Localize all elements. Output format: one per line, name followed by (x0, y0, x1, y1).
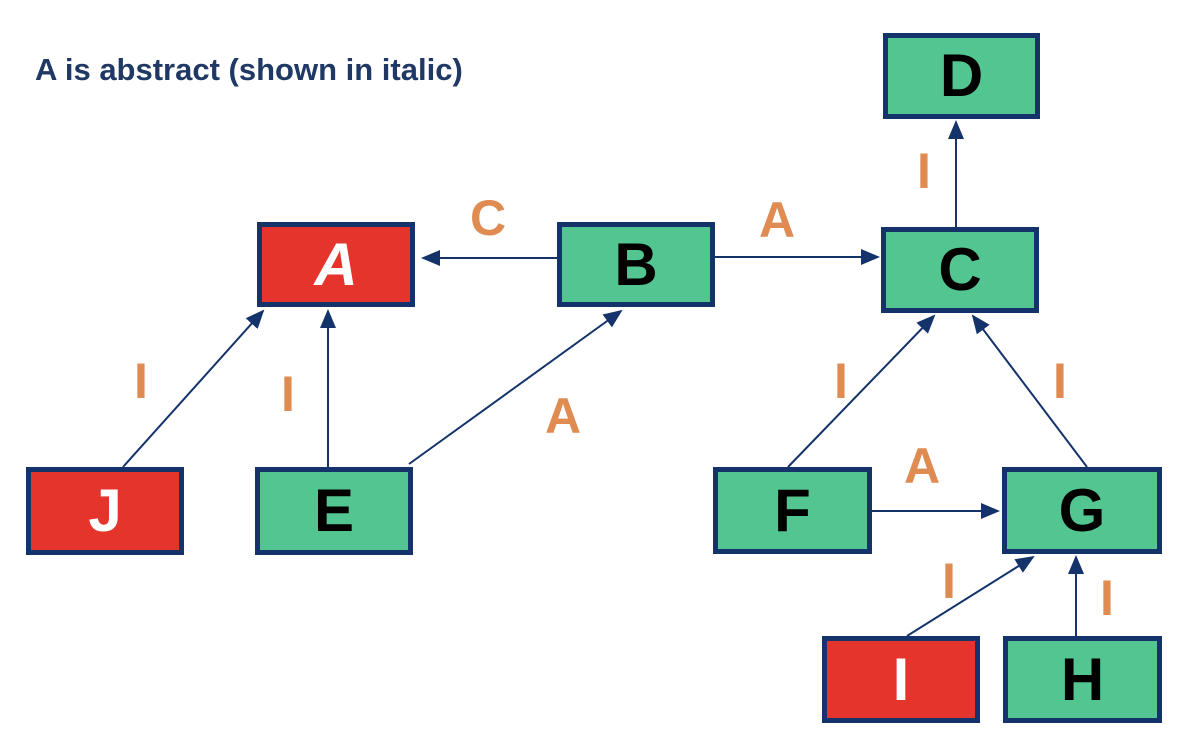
edge-label-F-G: A (903, 438, 941, 494)
edge-label-B-C: A (758, 192, 796, 248)
node-E: E (255, 467, 413, 555)
edge-I-G (906, 555, 1035, 637)
node-B-label: B (614, 230, 658, 298)
edge-F-C (787, 314, 936, 468)
edge-label-E-A: I (281, 366, 295, 422)
node-J: J (26, 467, 184, 555)
node-C-label: C (938, 236, 982, 303)
node-I: I (822, 636, 980, 723)
edge-G-C (971, 314, 1088, 468)
node-G-label: G (1058, 476, 1106, 544)
node-H-label: H (1060, 645, 1105, 713)
node-G: G (1002, 467, 1162, 554)
edge-label-E-B: A (544, 388, 582, 444)
edge-label-F-C: I (834, 353, 848, 409)
edge-label-C-D: I (917, 143, 931, 199)
edge-label-H-G: I (1100, 570, 1114, 626)
edge-J-A (122, 309, 265, 468)
node-I-label: I (892, 645, 910, 713)
node-H: H (1003, 636, 1162, 723)
diagram-title: A is abstract (shown in italic) (35, 52, 463, 87)
node-A-label: A (314, 230, 358, 298)
edge-label-G-C: I (1053, 353, 1067, 409)
node-D: D (883, 33, 1040, 119)
node-D-label: D (939, 42, 984, 109)
node-C: C (881, 227, 1039, 313)
node-B: B (557, 222, 715, 307)
node-J-label: J (88, 477, 122, 544)
node-A: A (257, 222, 415, 307)
node-F-label: F (774, 476, 811, 544)
edge-label-B-A: C (469, 190, 507, 246)
node-F: F (713, 467, 872, 554)
edge-E-B (408, 309, 623, 465)
node-E-label: E (313, 477, 355, 544)
edge-label-I-G: I (942, 553, 956, 609)
edge-label-J-A: I (134, 353, 148, 409)
